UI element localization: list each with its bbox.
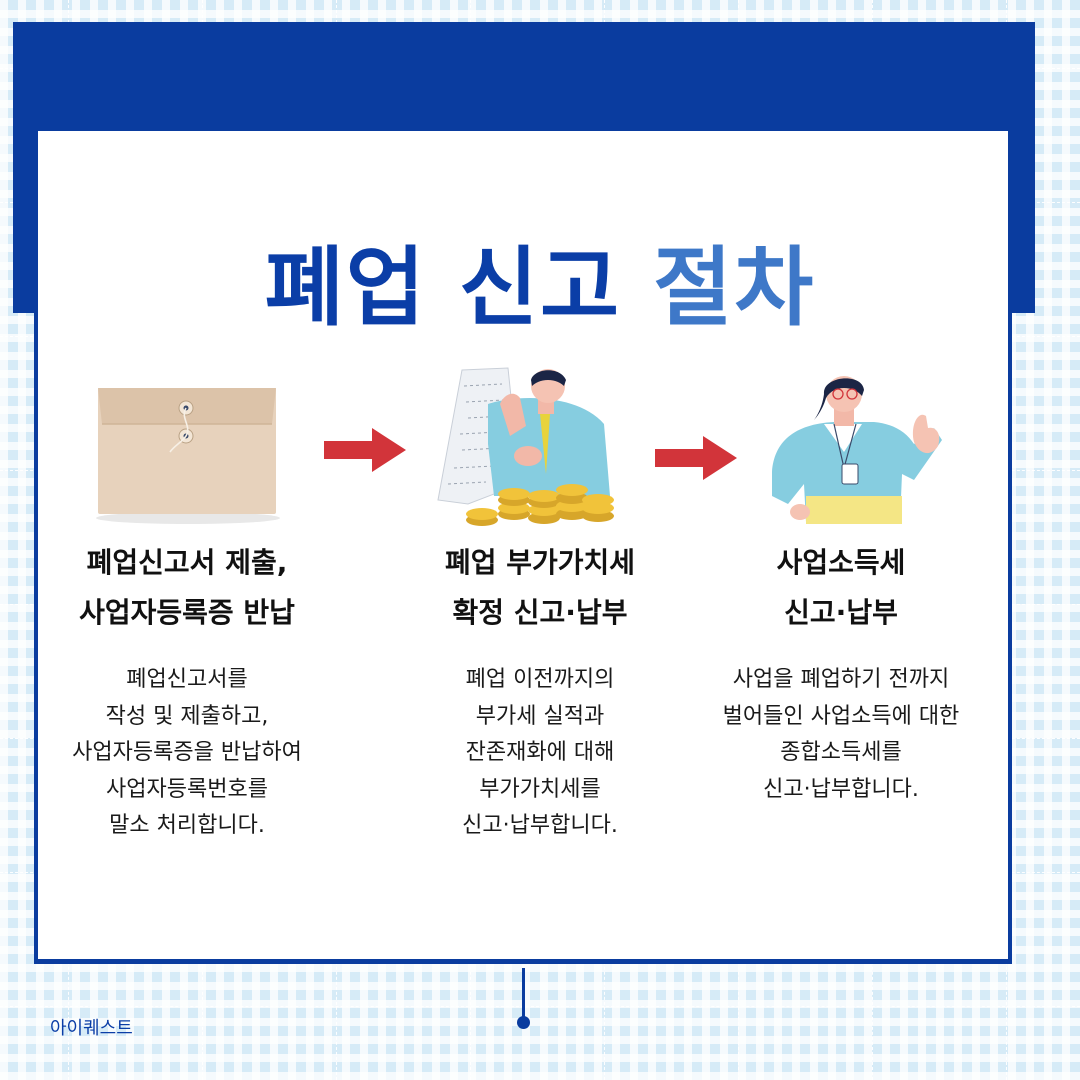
step2-title-line: 폐업 부가가치세 [444, 546, 636, 579]
step1-title-line: 사업자등록증 반납 [79, 596, 295, 629]
page-title: 폐업 신고 절차 [0, 238, 1080, 338]
title-part1: 폐업 신고 [264, 238, 622, 338]
step3-title-line: 신고·납부 [784, 596, 898, 629]
step2-desc-line: 부가가치세를 [479, 776, 601, 802]
envelope-icon [96, 388, 280, 524]
step2-description: 폐업 이전까지의 부가세 실적과 잔존재화에 대해 부가가치세를 신고·납부합니… [370, 662, 710, 845]
step3-title-line: 사업소득세 [776, 546, 906, 579]
arrow-right-icon [324, 428, 406, 472]
step2-desc-line: 잔존재화에 대해 [465, 740, 615, 765]
step1-desc-line: 작성 및 제출하고, [105, 703, 269, 729]
step2-title: 폐업 부가가치세 확정 신고·납부 [380, 538, 700, 638]
step3-desc-line: 벌어들인 사업소득에 대한 [722, 703, 960, 729]
connector-stem [522, 968, 525, 1020]
woman-badge-icon [772, 376, 942, 524]
receipt-man-coins-icon [437, 367, 614, 526]
step1-title: 폐업신고서 제출, 사업자등록증 반납 [27, 538, 347, 638]
title-part2: 절차 [653, 238, 816, 338]
connector-dot [517, 1016, 530, 1029]
step3-title: 사업소득세 신고·납부 [681, 538, 1001, 638]
step1-desc-line: 사업자등록증을 반납하여 [72, 740, 302, 765]
brand-label: 아이퀘스트 [50, 1018, 133, 1039]
step3-desc-line: 종합소득세를 [780, 740, 902, 765]
step2-desc-line: 신고·납부합니다. [462, 813, 618, 838]
step1-title-line: 폐업신고서 제출, [86, 546, 288, 579]
step3-desc-line: 사업을 폐업하기 전까지 [732, 667, 950, 692]
arrow-right-icon [655, 436, 737, 480]
step2-title-line: 확정 신고·납부 [452, 596, 628, 629]
step3-description: 사업을 폐업하기 전까지 벌어들인 사업소득에 대한 종합소득세를 신고·납부합… [671, 662, 1011, 808]
step1-description: 폐업신고서를 작성 및 제출하고, 사업자등록증을 반납하여 사업자등록번호를 … [17, 662, 357, 845]
step2-desc-line: 폐업 이전까지의 [465, 667, 615, 692]
grid-line [0, 1006, 1080, 1007]
step1-desc-line: 사업자등록번호를 [106, 776, 268, 802]
step2-desc-line: 부가세 실적과 [475, 703, 605, 729]
step3-desc-line: 신고·납부합니다. [763, 776, 919, 802]
step1-desc-line: 폐업신고서를 [126, 667, 248, 692]
content-card [34, 131, 1012, 964]
step1-desc-line: 말소 처리합니다. [109, 813, 265, 838]
